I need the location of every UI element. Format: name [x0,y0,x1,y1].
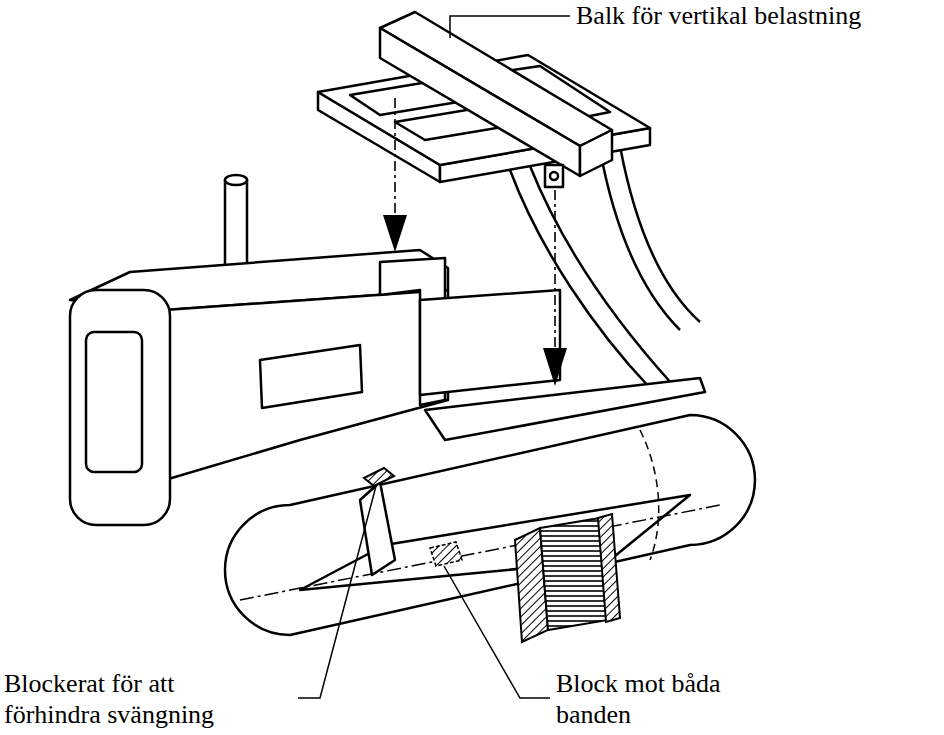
track-chock [598,514,620,622]
load-arrows [383,98,567,386]
hidden-wheel [640,430,659,560]
exhaust-top [225,175,247,185]
callout-label: Blockerat för att förhindra svängning [4,668,266,730]
rops-post [620,146,700,322]
radiator-front [70,290,170,525]
track-chock [540,518,608,630]
rops-post [600,150,680,330]
cab-back [420,290,560,395]
track-centerline [240,505,720,600]
track-frame [300,495,690,590]
hood-side [165,290,448,480]
rops-post [510,170,650,388]
crawler-track [225,415,755,635]
leader-line [450,16,570,38]
beam-pin [550,172,558,180]
leader-line [298,486,376,698]
radiator-grille [86,332,142,472]
track-block [430,542,462,566]
callout-label: Balk för vertikal belastning [576,0,861,31]
load-beam-side [380,28,580,176]
callout-label: Block mot båda banden [556,668,761,730]
leader-line [444,566,550,698]
beam-bracket [545,165,563,187]
swing-block [364,468,394,486]
side-panel [260,345,362,408]
load-beam-end [580,130,612,176]
